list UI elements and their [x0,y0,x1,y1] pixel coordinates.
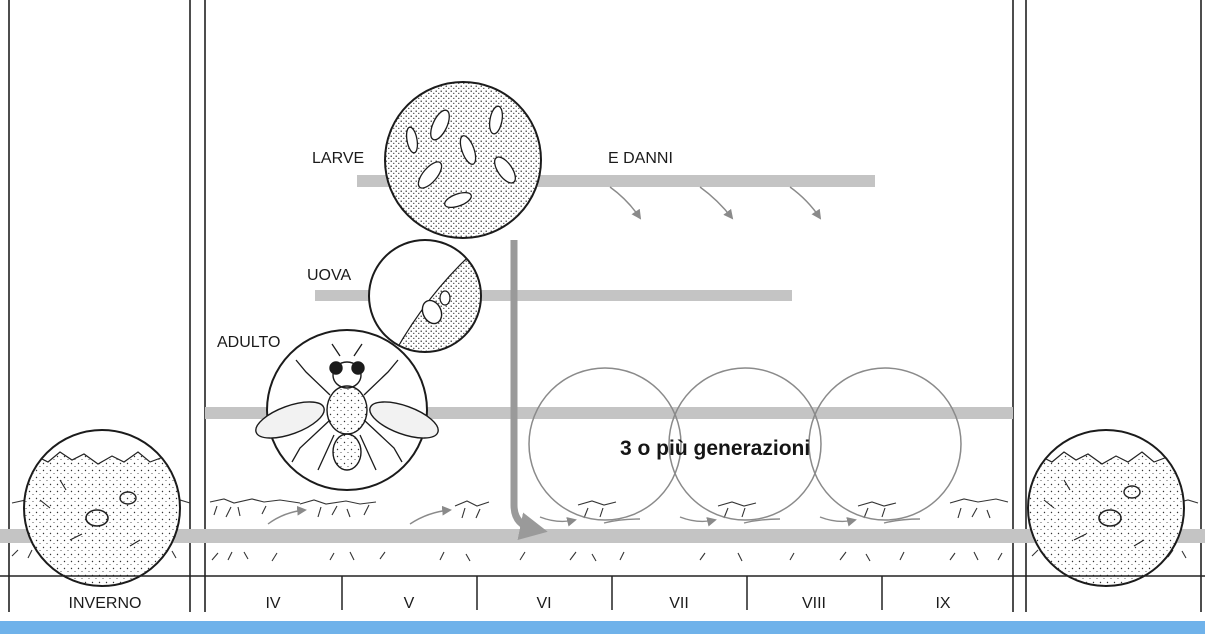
larvae-label: LARVE [312,150,364,168]
winter-label: INVERNO [60,595,150,613]
bottom-accent-band [0,621,1205,634]
winter-pupa-illustration-right [1024,430,1190,600]
month-label-v: V [369,595,449,613]
damage-label: E DANNI [608,150,673,168]
month-label-vii: VII [639,595,719,613]
month-label-iv: IV [233,595,313,613]
month-label-ix: IX [903,595,983,613]
month-label-vi: VI [504,595,584,613]
eggs-illustration [369,240,490,352]
winter-pupa-illustration-left [20,430,186,600]
month-label-viii: VIII [774,595,854,613]
ground-band [0,529,1205,543]
month-scale [0,576,1205,610]
adult-label: ADULTO [217,334,280,352]
eggs-label: UOVA [307,267,351,285]
adult-fly-illustration [251,330,442,490]
larvae-illustration [385,82,541,238]
development-arrow [514,240,534,529]
generations-label: 3 o più generazioni [620,437,810,461]
